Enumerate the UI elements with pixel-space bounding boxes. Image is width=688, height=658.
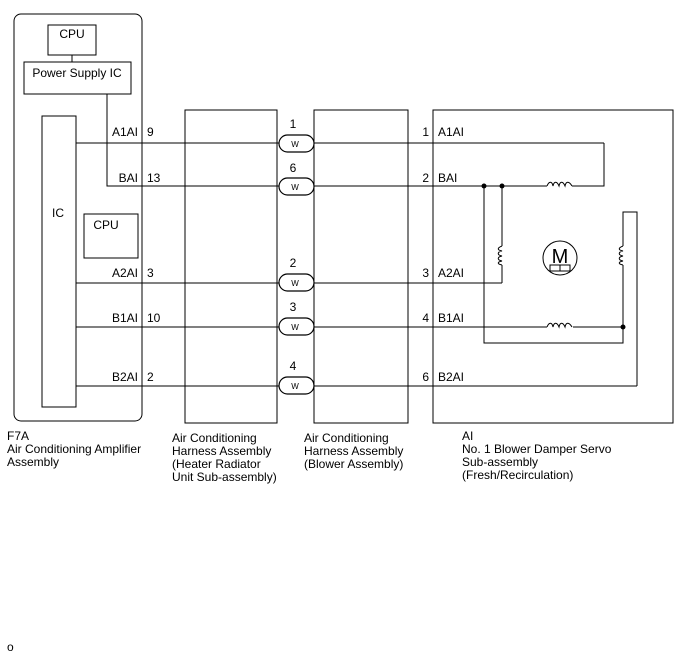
connector-number: 6	[290, 161, 297, 175]
footer-mark: o	[7, 640, 14, 654]
connector-pill	[278, 376, 315, 395]
caption-line: Assembly	[7, 455, 60, 469]
amp-pin-name: BAI	[119, 171, 138, 185]
servo-wiring	[483, 143, 638, 386]
connector-color: W	[291, 382, 299, 391]
servo-pin-number: 6	[422, 370, 429, 384]
amp-pin-number: 3	[147, 266, 154, 280]
motor-icon: M	[542, 240, 578, 276]
connector-number: 2	[290, 256, 297, 270]
caption-line: No. 1 Blower Damper Servo	[462, 442, 612, 456]
caption-line: AI	[462, 429, 474, 443]
coil-icon	[618, 245, 624, 266]
amp-pin-name: B2AI	[112, 370, 138, 384]
caption-line: (Fresh/Recirculation)	[462, 468, 574, 482]
servo-pin-number: 1	[422, 125, 429, 139]
servo-pin-number: 3	[422, 266, 429, 280]
amp-pin-name: A1AI	[112, 125, 138, 139]
junction-dot	[620, 324, 626, 330]
harness2-box	[313, 109, 409, 424]
caption-line: Harness Assembly	[304, 444, 404, 458]
caption-line: (Blower Assembly)	[304, 457, 404, 471]
power-to-bai-wire	[106, 94, 142, 187]
harness1-caption: Air Conditioning Harness Assembly (Heate…	[172, 432, 277, 484]
junction-dot	[481, 183, 487, 189]
amp-pin-number: 13	[147, 171, 161, 185]
connector-pill	[278, 273, 315, 292]
cpu-inner-label: CPU	[93, 218, 118, 232]
connector-color: W	[291, 183, 299, 192]
ic-box	[41, 115, 77, 408]
cpu-inner-box	[83, 213, 139, 259]
caption-line: Air Conditioning	[304, 431, 389, 445]
harness1-box	[184, 109, 278, 424]
connector-color: W	[291, 323, 299, 332]
servo-pin-name: B2AI	[438, 370, 464, 384]
connector-color: W	[291, 140, 299, 149]
motor-label: M	[552, 246, 569, 268]
coil-icon	[546, 322, 573, 329]
amp-pin-name: A2AI	[112, 266, 138, 280]
caption-line: Harness Assembly	[172, 444, 272, 458]
caption-line: Air Conditioning	[172, 431, 257, 445]
connector-pill	[278, 134, 315, 153]
servo-caption: AI No. 1 Blower Damper Servo Sub-assembl…	[462, 430, 611, 482]
coil-icon	[497, 245, 503, 266]
amp-pin-number: 9	[147, 125, 154, 139]
ic-label: IC	[52, 206, 64, 220]
connector-number: 4	[290, 359, 297, 373]
cpu-top-label: CPU	[59, 27, 84, 41]
servo-pin-name: B1AI	[438, 311, 464, 325]
connector-pill	[278, 317, 315, 336]
amp-pin-number: 2	[147, 370, 154, 384]
caption-line: F7A	[7, 429, 30, 443]
junction-dot	[499, 183, 505, 189]
caption-line: Air Conditioning Amplifier	[7, 442, 142, 456]
servo-pin-number: 4	[422, 311, 429, 325]
connector-number: 3	[290, 300, 297, 314]
servo-pin-number: 2	[422, 171, 429, 185]
servo-box	[432, 109, 674, 424]
servo-pin-name: A2AI	[438, 266, 464, 280]
connector-color: W	[291, 279, 299, 288]
amp-pin-number: 10	[147, 311, 161, 325]
coil-icon	[546, 181, 573, 188]
caption-line: (Heater Radiator	[172, 457, 261, 471]
servo-pin-name: A1AI	[438, 125, 464, 139]
harness2-caption: Air Conditioning Harness Assembly (Blowe…	[304, 432, 403, 471]
connector-number: 1	[290, 117, 297, 131]
amplifier-caption: F7A Air Conditioning Amplifier Assembly	[7, 430, 141, 469]
caption-line: Sub-assembly	[462, 455, 539, 469]
amplifier-box	[13, 13, 143, 422]
servo-pin-name: BAI	[438, 171, 457, 185]
caption-line: Unit Sub-assembly)	[172, 470, 277, 484]
connector-pill	[278, 177, 315, 196]
power-supply-label: Power Supply IC	[32, 66, 122, 80]
power-supply-box	[23, 61, 132, 95]
amp-pin-name: B1AI	[112, 311, 138, 325]
